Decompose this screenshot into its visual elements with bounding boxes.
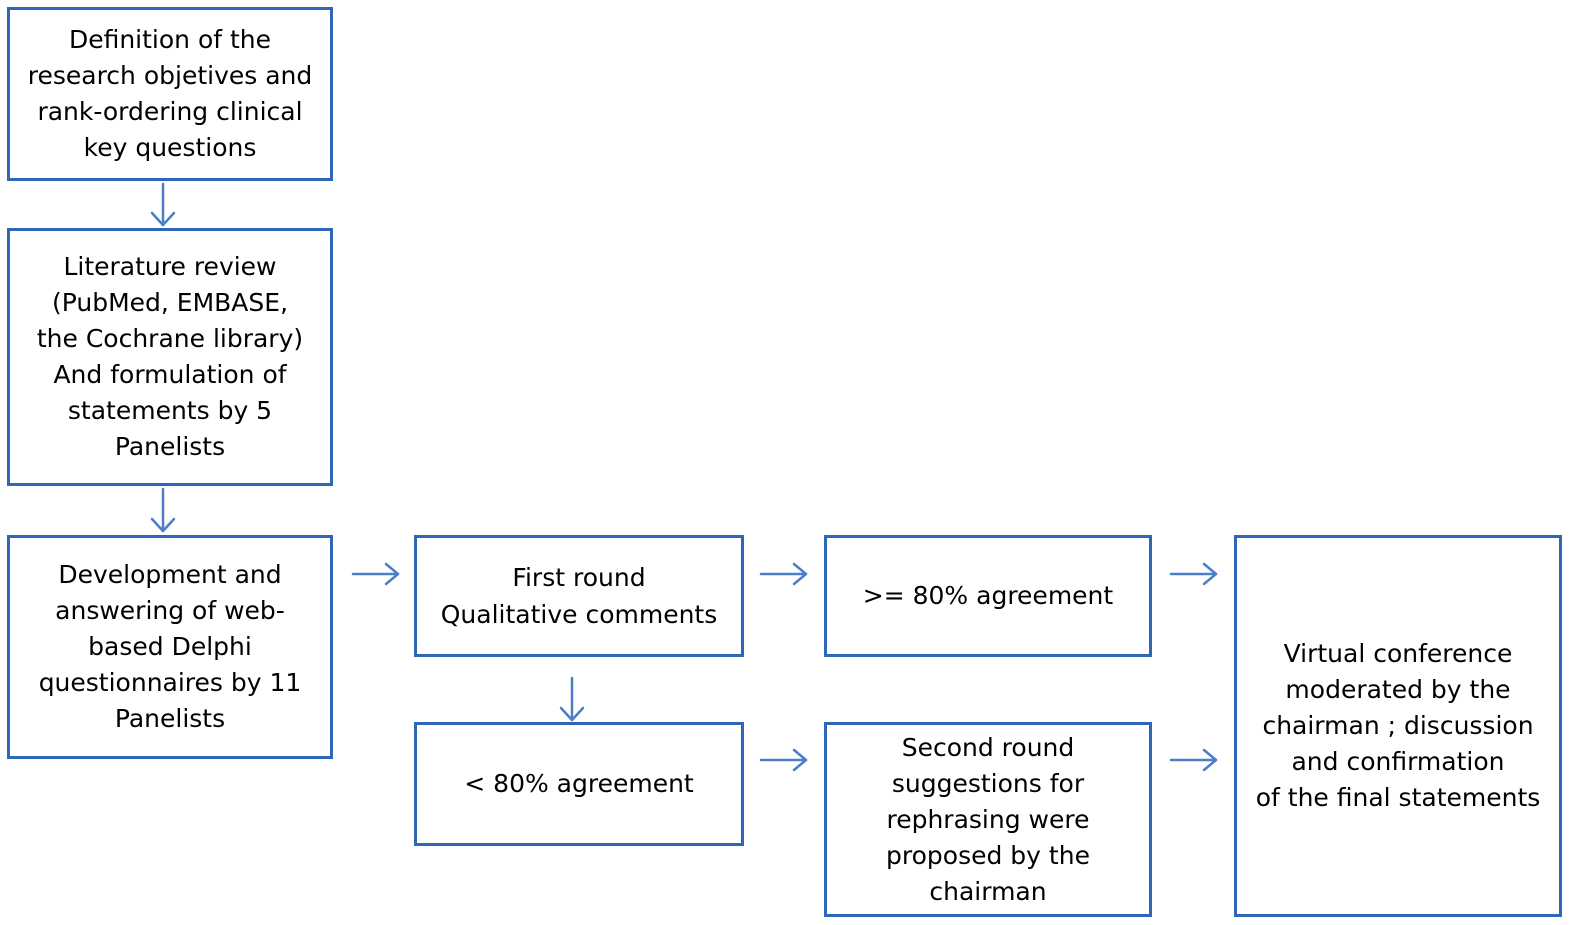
arrow-down-literature-to-development — [150, 487, 176, 533]
arrow-right-first-round-to-above-80 — [759, 562, 808, 586]
above-80-agreement-box: >= 80% agreement — [824, 535, 1152, 657]
below-80-agreement-text: < 80% agreement — [464, 769, 694, 798]
delphi-development-text: Development and answering of web- based … — [38, 560, 302, 733]
second-round-box: Second round suggestions for rephrasing … — [824, 722, 1152, 917]
arrow-down-definition-to-literature — [150, 182, 176, 227]
arrow-right-above-80-to-conference — [1169, 562, 1218, 586]
literature-review-box: Literature review (PubMed, EMBASE, the C… — [7, 228, 333, 486]
definition-text: Definition of the research objetives and… — [27, 25, 313, 162]
arrow-right-development-to-first-round — [351, 562, 400, 586]
delphi-development-box: Development and answering of web- based … — [7, 535, 333, 759]
arrow-down-first-round-to-below-80 — [559, 676, 585, 722]
first-round-text: First round Qualitative comments — [440, 563, 718, 629]
first-round-box: First round Qualitative comments — [414, 535, 744, 657]
literature-review-text: Literature review (PubMed, EMBASE, the C… — [36, 252, 304, 461]
virtual-conference-text: Virtual conference moderated by the chai… — [1255, 639, 1541, 812]
below-80-agreement-box: < 80% agreement — [414, 722, 744, 846]
arrow-right-below-80-to-second-round — [759, 748, 808, 772]
definition-box: Definition of the research objetives and… — [7, 7, 333, 181]
virtual-conference-box: Virtual conference moderated by the chai… — [1234, 535, 1562, 917]
above-80-agreement-text: >= 80% agreement — [862, 581, 1114, 610]
second-round-text: Second round suggestions for rephrasing … — [886, 732, 1090, 906]
arrow-right-second-round-to-conference — [1169, 748, 1218, 772]
